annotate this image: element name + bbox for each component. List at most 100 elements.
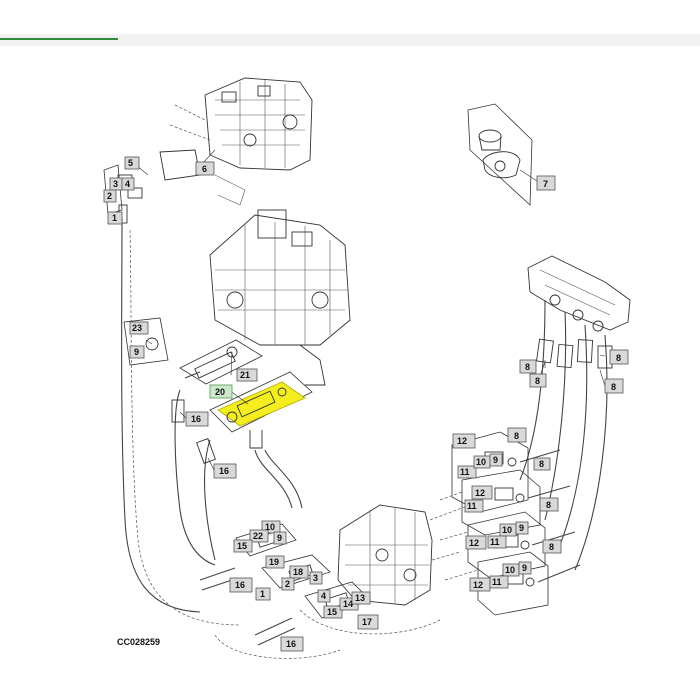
right-fitting-groups <box>439 431 581 616</box>
callout-16-a[interactable]: 16 <box>185 411 209 427</box>
callout-8-g[interactable]: 8 <box>539 497 559 512</box>
left-long-hoses <box>121 217 441 659</box>
callout-11-a[interactable]: 11 <box>457 465 477 479</box>
callout-12-c[interactable]: 12 <box>465 535 487 550</box>
callout-1-b[interactable]: 1 <box>255 587 271 601</box>
callout-16-c[interactable]: 16 <box>229 577 253 593</box>
callout-9-label: 9 <box>134 347 139 357</box>
callout-15-b-label: 15 <box>327 607 337 617</box>
callout-8-b-label: 8 <box>535 376 540 386</box>
callout-14-label: 14 <box>343 599 353 609</box>
callout-8-a[interactable]: 8 <box>519 359 537 374</box>
callout-10-b[interactable]: 10 <box>499 523 517 537</box>
callout-11-c-label: 11 <box>490 537 500 547</box>
callout-9-d[interactable]: 9 <box>518 561 532 575</box>
top-bar-accent <box>0 38 118 40</box>
callout-8-c-label: 8 <box>616 353 621 363</box>
callout-9-d-label: 9 <box>522 563 527 573</box>
callout-18-label: 18 <box>293 567 303 577</box>
callout-10-d-label: 10 <box>265 522 275 532</box>
callout-16-b[interactable]: 16 <box>213 463 237 479</box>
callout-8-e[interactable]: 8 <box>507 427 527 443</box>
callout-21[interactable]: 21 <box>236 368 258 382</box>
callout-12-d-label: 12 <box>473 580 483 590</box>
callout-8-e-label: 8 <box>514 431 519 441</box>
callout-9[interactable]: 9 <box>129 345 145 359</box>
middle-valve-block <box>209 209 351 386</box>
callout-1-label: 1 <box>112 213 117 223</box>
callout-8-g-label: 8 <box>546 500 551 510</box>
callout-3[interactable]: 3 <box>109 177 123 191</box>
callout-12-d[interactable]: 12 <box>469 577 491 592</box>
callout-6-label: 6 <box>202 164 207 174</box>
callout-22[interactable]: 22 <box>249 529 269 543</box>
upper-valve-assembly <box>159 77 313 206</box>
callout-1-b-label: 1 <box>260 589 265 599</box>
callout-8-f[interactable]: 8 <box>533 457 551 471</box>
callout-12-c-label: 12 <box>469 538 479 548</box>
callout-21-label: 21 <box>240 370 250 380</box>
callout-11-d[interactable]: 11 <box>489 575 509 589</box>
callout-labels: 5 3 4 2 1 6 7 23 9 21 20 16 16 8 8 8 8 1… <box>103 156 629 652</box>
callout-23-label: 23 <box>132 323 142 333</box>
highlighted-manifold-part-20[interactable] <box>217 381 306 427</box>
callout-10-a[interactable]: 10 <box>473 455 491 469</box>
callout-8-a-label: 8 <box>525 362 530 372</box>
lower-valve-block <box>337 504 471 606</box>
callout-8-c[interactable]: 8 <box>609 349 629 365</box>
callout-9-e[interactable]: 9 <box>273 531 287 545</box>
callout-6[interactable]: 6 <box>195 161 215 176</box>
callout-10-c-label: 10 <box>505 565 515 575</box>
detail-23-frame <box>123 317 169 366</box>
callout-8-b[interactable]: 8 <box>529 373 547 388</box>
callout-11-b[interactable]: 11 <box>464 499 484 513</box>
callout-4[interactable]: 4 <box>121 177 135 191</box>
callout-9-c-label: 9 <box>519 523 524 533</box>
callout-16-d[interactable]: 16 <box>280 636 304 652</box>
callout-4-label: 4 <box>125 179 130 189</box>
callout-15-a-label: 15 <box>237 541 247 551</box>
callout-10-a-label: 10 <box>476 457 486 467</box>
callout-5[interactable]: 5 <box>124 156 140 170</box>
callout-20[interactable]: 20 <box>209 384 233 399</box>
manifold-area <box>179 339 313 509</box>
callout-3-label: 3 <box>113 179 118 189</box>
callout-11-c[interactable]: 11 <box>487 535 507 549</box>
callout-11-d-label: 11 <box>492 577 502 587</box>
callout-15-b[interactable]: 15 <box>323 605 343 619</box>
callout-16-b-label: 16 <box>219 466 229 476</box>
callout-8-h[interactable]: 8 <box>542 539 562 554</box>
callout-4-b[interactable]: 4 <box>317 589 331 603</box>
callout-8-h-label: 8 <box>549 542 554 552</box>
callout-19-label: 19 <box>269 557 279 567</box>
callout-8-d[interactable]: 8 <box>604 378 624 394</box>
callout-12-a[interactable]: 12 <box>452 433 476 449</box>
callout-9-e-label: 9 <box>277 533 282 543</box>
callout-13-label: 13 <box>355 593 365 603</box>
callout-23[interactable]: 23 <box>129 321 149 335</box>
callout-2-b[interactable]: 2 <box>281 577 295 591</box>
callout-2-b-label: 2 <box>285 579 290 589</box>
callout-2[interactable]: 2 <box>103 189 117 203</box>
callout-1[interactable]: 1 <box>107 211 123 225</box>
callout-16-a-label: 16 <box>191 414 201 424</box>
callout-15-a[interactable]: 15 <box>233 539 253 553</box>
callout-3-b-label: 3 <box>313 573 318 583</box>
callout-13[interactable]: 13 <box>351 591 371 605</box>
callout-3-b[interactable]: 3 <box>309 571 323 585</box>
callout-9-c[interactable]: 9 <box>515 521 529 535</box>
top-bar <box>0 34 700 46</box>
callout-7[interactable]: 7 <box>536 175 556 191</box>
callout-12-b[interactable]: 12 <box>471 485 493 500</box>
callout-17[interactable]: 17 <box>357 614 379 630</box>
callout-9-b[interactable]: 9 <box>489 453 503 467</box>
callout-18[interactable]: 18 <box>289 565 309 579</box>
callout-16-d-label: 16 <box>286 639 296 649</box>
callout-10-c[interactable]: 10 <box>502 563 520 577</box>
right-fittings <box>519 255 631 571</box>
callout-11-a-label: 11 <box>460 467 470 477</box>
callout-2-label: 2 <box>107 191 112 201</box>
callout-12-a-label: 12 <box>457 436 467 446</box>
callout-19[interactable]: 19 <box>265 555 285 569</box>
